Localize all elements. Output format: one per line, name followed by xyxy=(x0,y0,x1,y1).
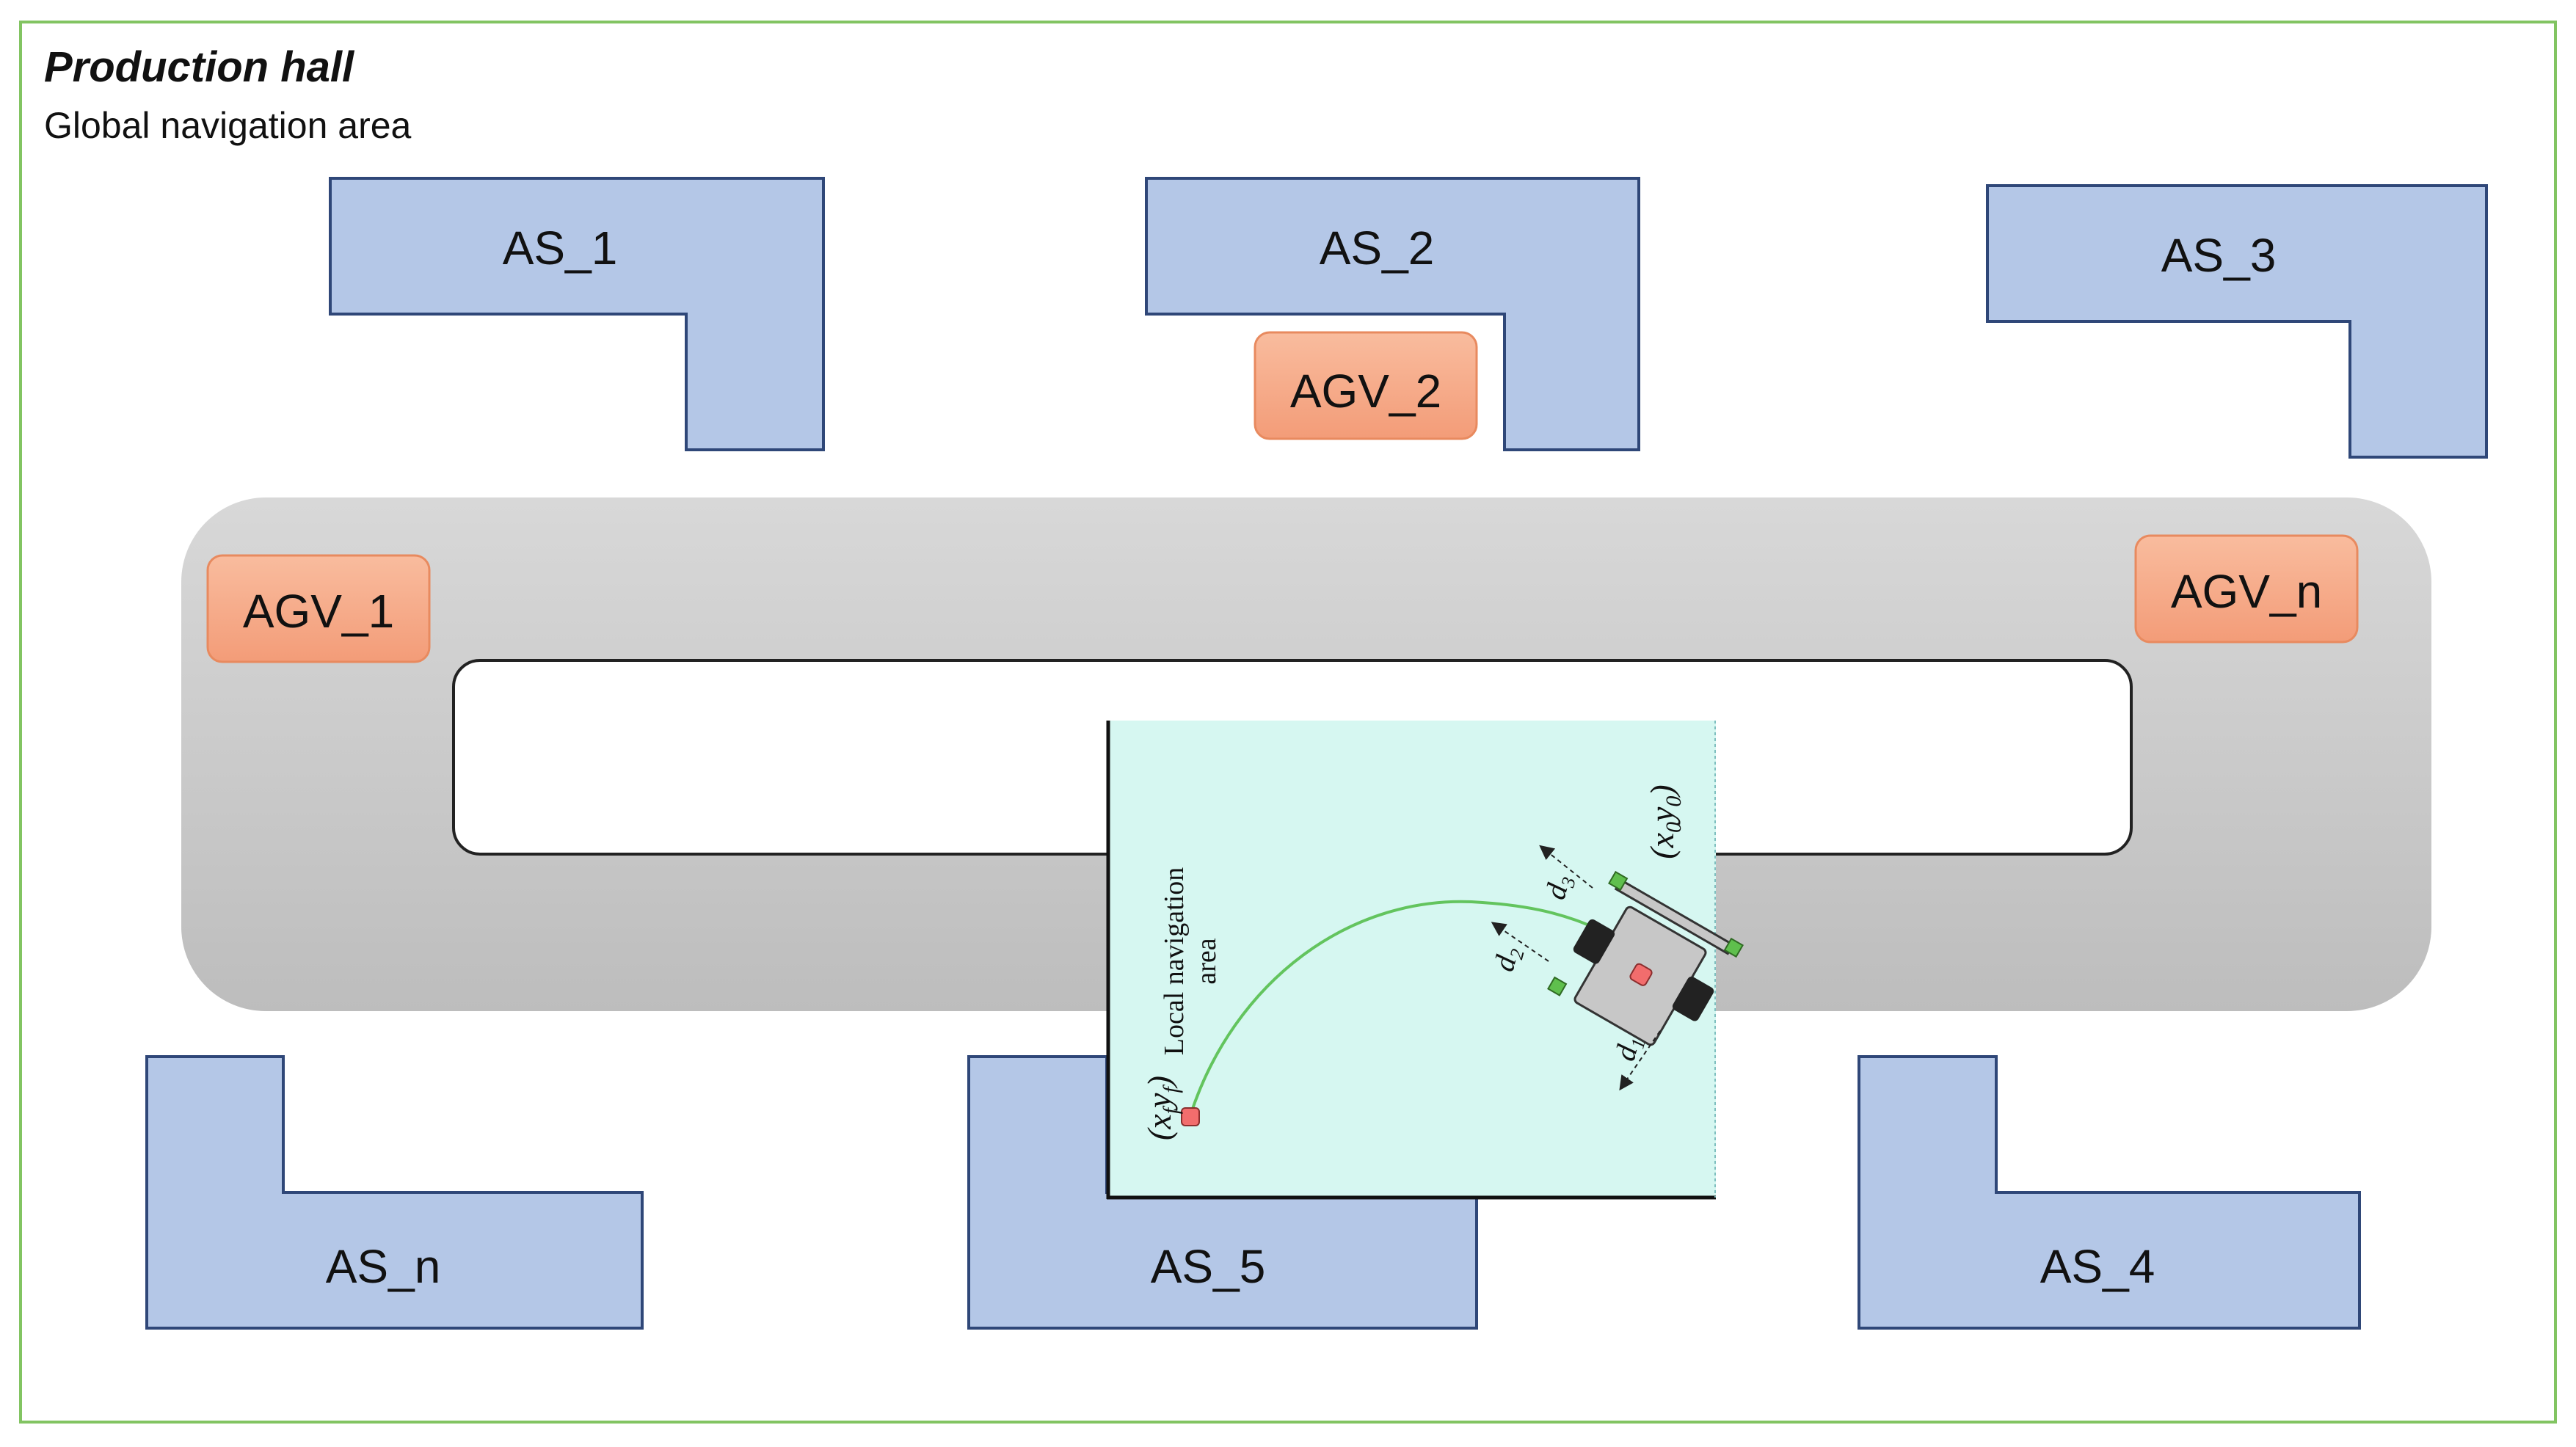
final-point-label: (xfyf) xyxy=(1140,1076,1183,1140)
station-asn xyxy=(145,1055,644,1330)
hall-subtitle: Global navigation area xyxy=(44,105,412,146)
agv-2-label: AGV_2 xyxy=(1290,365,1441,418)
station-as5-label: AS_5 xyxy=(1151,1240,1266,1293)
agv-1-box xyxy=(206,554,431,663)
robot-sensor-1 xyxy=(1608,870,1629,892)
start-point-y-sub: 0 xyxy=(1662,796,1686,807)
local-area-label: Local navigation area xyxy=(1159,867,1222,1055)
svg-text:(xfyf): (xfyf) xyxy=(1140,1076,1183,1140)
sensor-arrow-d2 xyxy=(1491,922,1549,962)
local-area-label-line1: Local navigation xyxy=(1159,867,1190,1055)
station-as1 xyxy=(329,177,825,451)
robot-wheel-left xyxy=(1573,919,1615,964)
robot-sensor-2 xyxy=(1547,976,1568,996)
local-area-label-line2: area xyxy=(1191,938,1222,984)
agv-1-label: AGV_1 xyxy=(243,585,394,638)
station-as2 xyxy=(1145,177,1640,451)
final-point-marker xyxy=(1181,1107,1200,1126)
station-as1-label: AS_1 xyxy=(503,222,618,274)
robot-top-view xyxy=(1547,870,1744,1046)
station-as4-label: AS_4 xyxy=(2040,1240,2155,1293)
robot-sensor-3 xyxy=(1723,937,1744,958)
hall-border xyxy=(19,21,2557,1424)
start-point-close: ) xyxy=(1643,784,1681,798)
station-as4 xyxy=(1858,1055,2361,1330)
start-point-x: (x xyxy=(1643,832,1681,859)
station-as3 xyxy=(1986,184,2488,459)
agv-n-label: AGV_n xyxy=(2171,565,2322,618)
start-point-x-sub: 0 xyxy=(1662,822,1686,833)
agv-2-box xyxy=(1254,331,1478,440)
planned-path xyxy=(1189,900,1597,1116)
robot-wheel-right xyxy=(1672,976,1714,1021)
station-as3-label: AS_3 xyxy=(2161,229,2277,282)
station-as2-label: AS_2 xyxy=(1320,222,1435,274)
agv-n-box xyxy=(2134,534,2359,644)
final-point-close: ) xyxy=(1140,1076,1178,1089)
final-point-x: (x xyxy=(1140,1114,1178,1140)
station-asn-label: AS_n xyxy=(326,1240,441,1293)
hall-title: Production hall xyxy=(44,43,354,91)
svg-text:(x0y0): (x0y0) xyxy=(1643,784,1686,859)
sensor-arrow-d3 xyxy=(1539,845,1593,889)
start-point-y: y xyxy=(1643,806,1681,825)
final-point-y: y xyxy=(1140,1093,1178,1111)
start-point-label: (x0y0) xyxy=(1643,784,1686,859)
robot-center-marker xyxy=(1629,963,1653,986)
sensor-arrow-d1 xyxy=(1619,1030,1661,1091)
